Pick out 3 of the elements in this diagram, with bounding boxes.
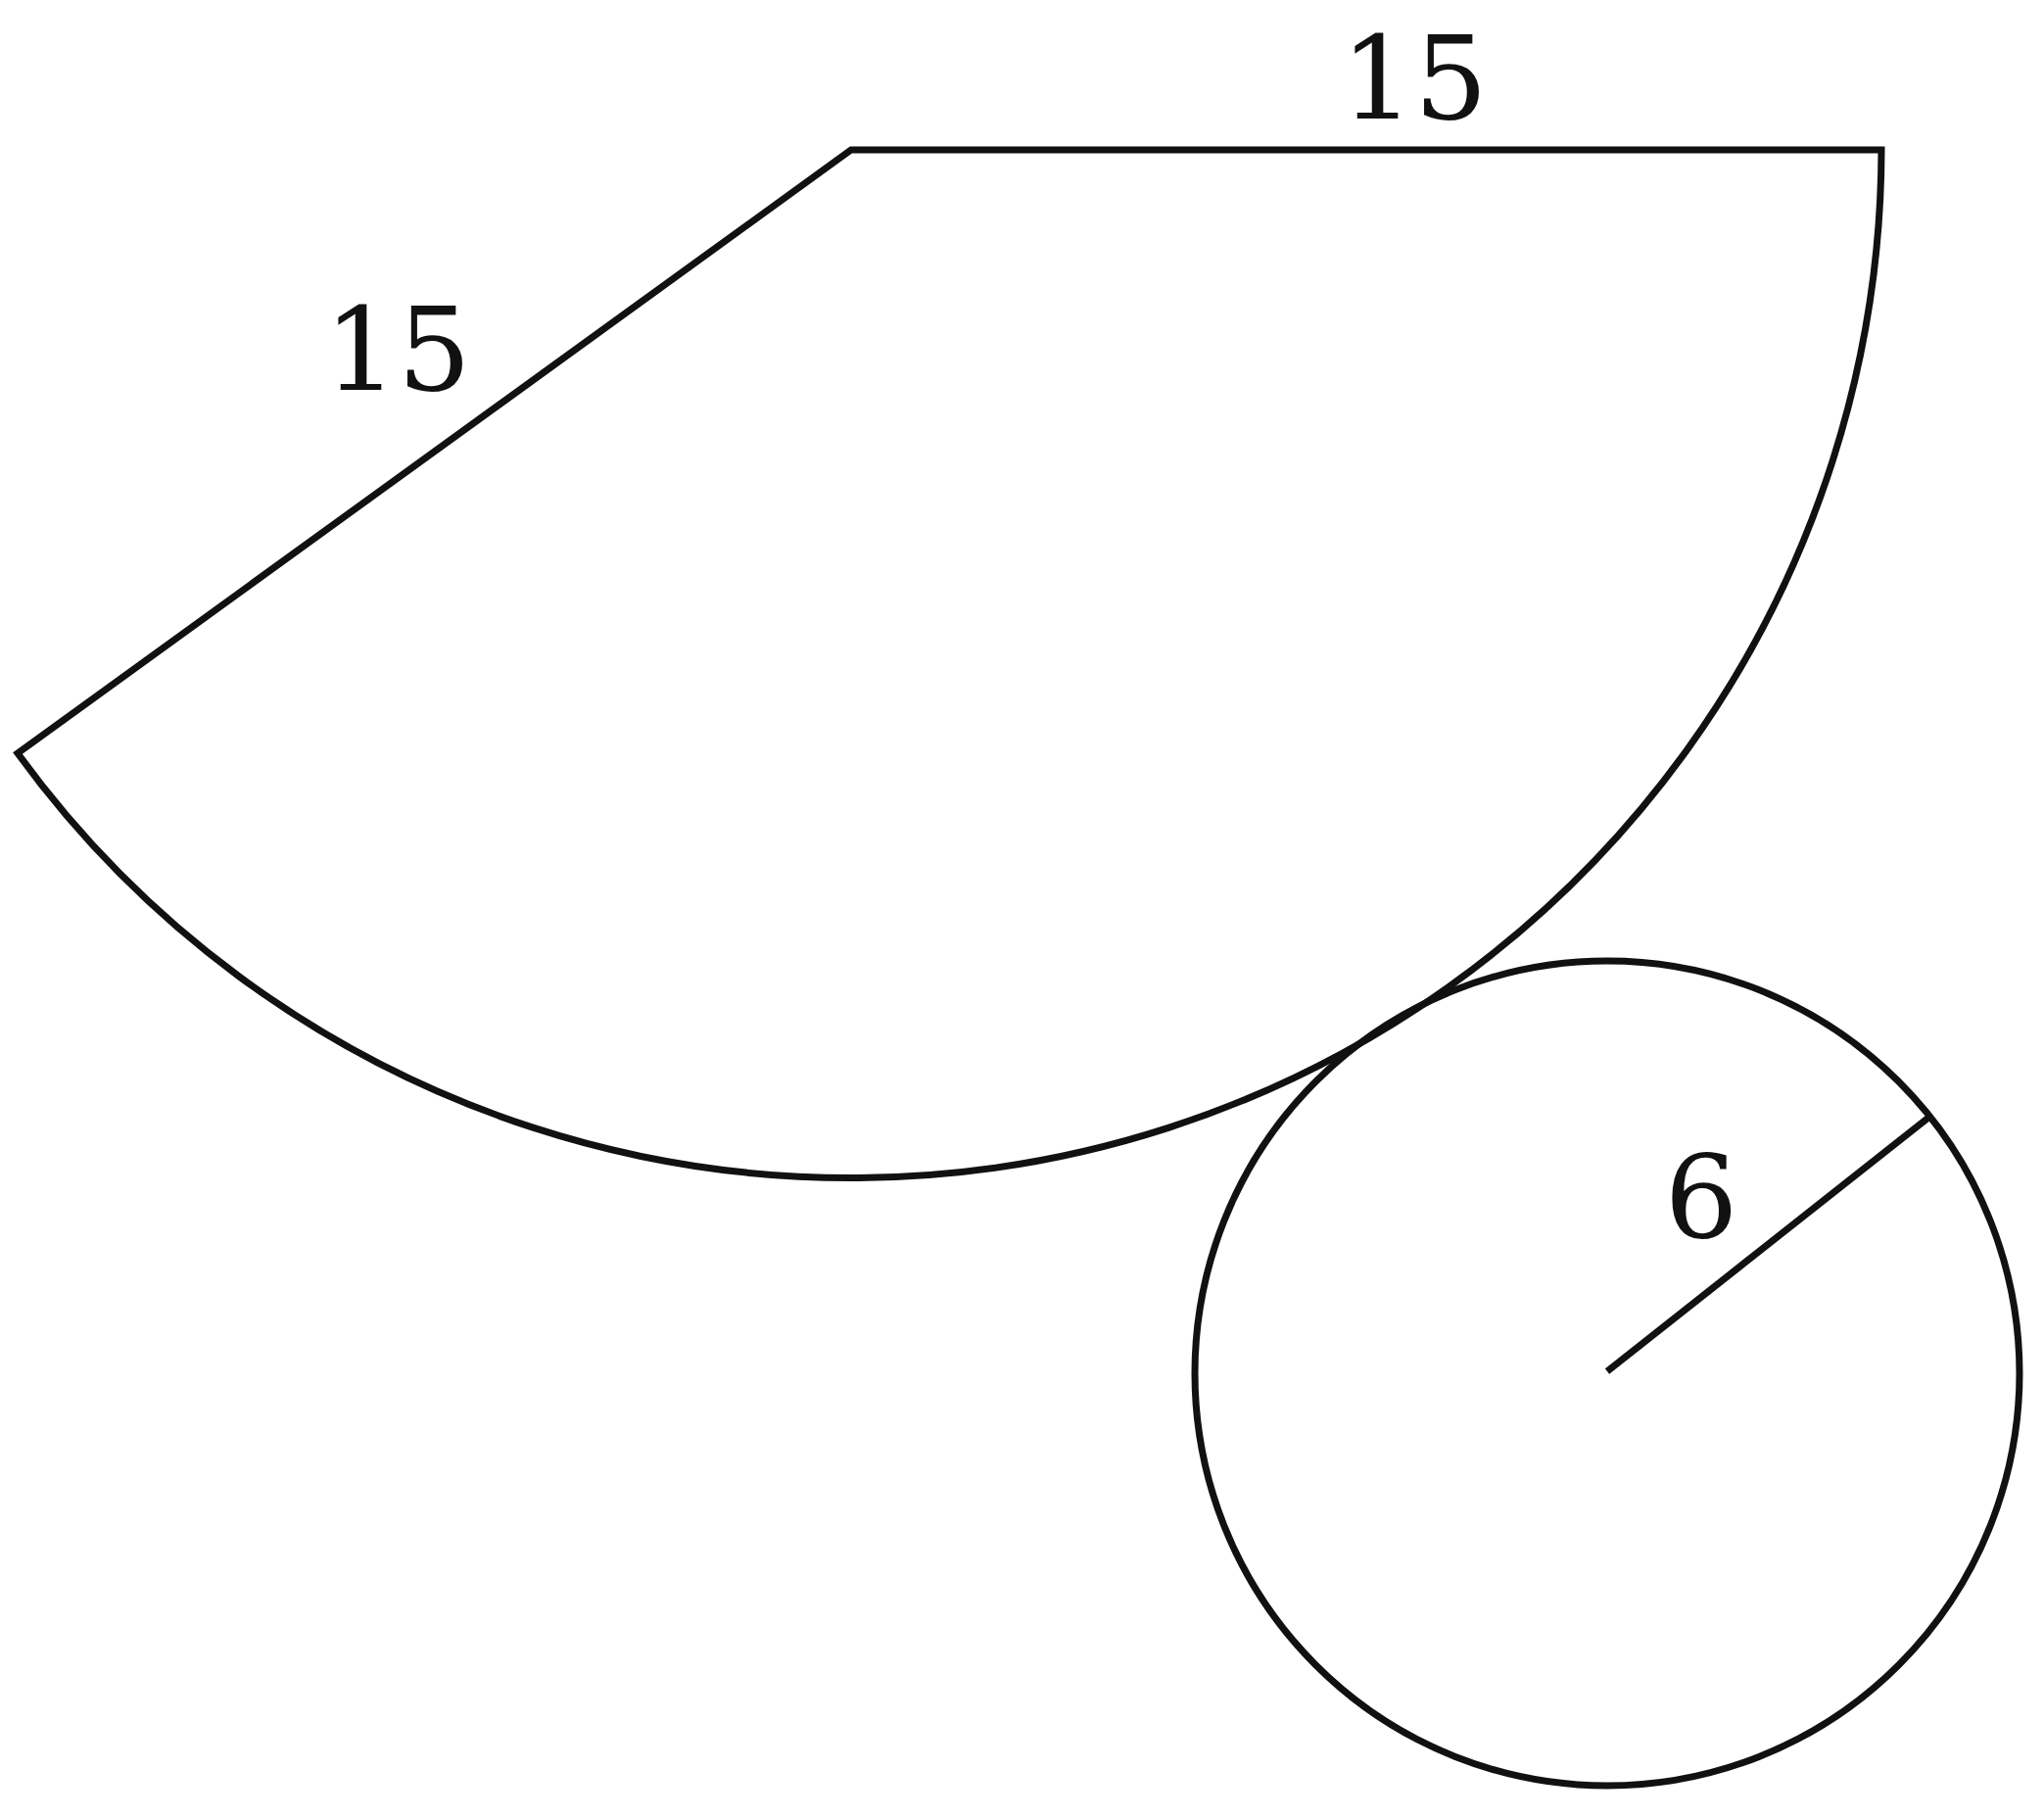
dimension-label: 15 [323, 292, 472, 407]
dimension-label: 15 [1340, 21, 1489, 136]
dimension-label: 6 [1664, 1139, 1738, 1255]
